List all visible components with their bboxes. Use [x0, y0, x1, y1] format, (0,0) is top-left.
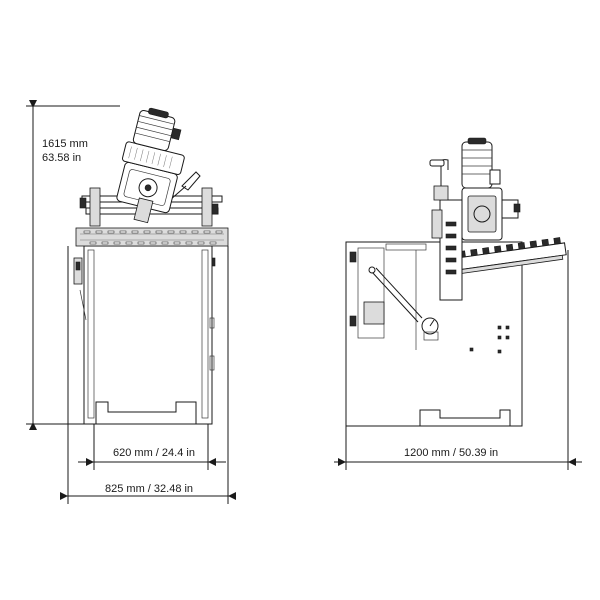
side-length-label: 1200 mm / 50.39 in	[402, 447, 501, 459]
inner-width-dimension-line	[78, 424, 226, 470]
height-in-label: 63.58 in	[40, 152, 84, 164]
outer-width-dimension-line	[60, 246, 236, 504]
inner-width-label: 620 mm / 24.4 in	[111, 447, 197, 459]
height-dimension-line	[26, 100, 120, 430]
side-length-dimension-line	[334, 250, 582, 470]
height-mm-label: 1615 mm	[40, 138, 90, 150]
side-view-machine	[345, 137, 567, 427]
outer-width-label: 825 mm / 32.48 in	[103, 483, 196, 495]
front-view-machine	[73, 107, 229, 425]
